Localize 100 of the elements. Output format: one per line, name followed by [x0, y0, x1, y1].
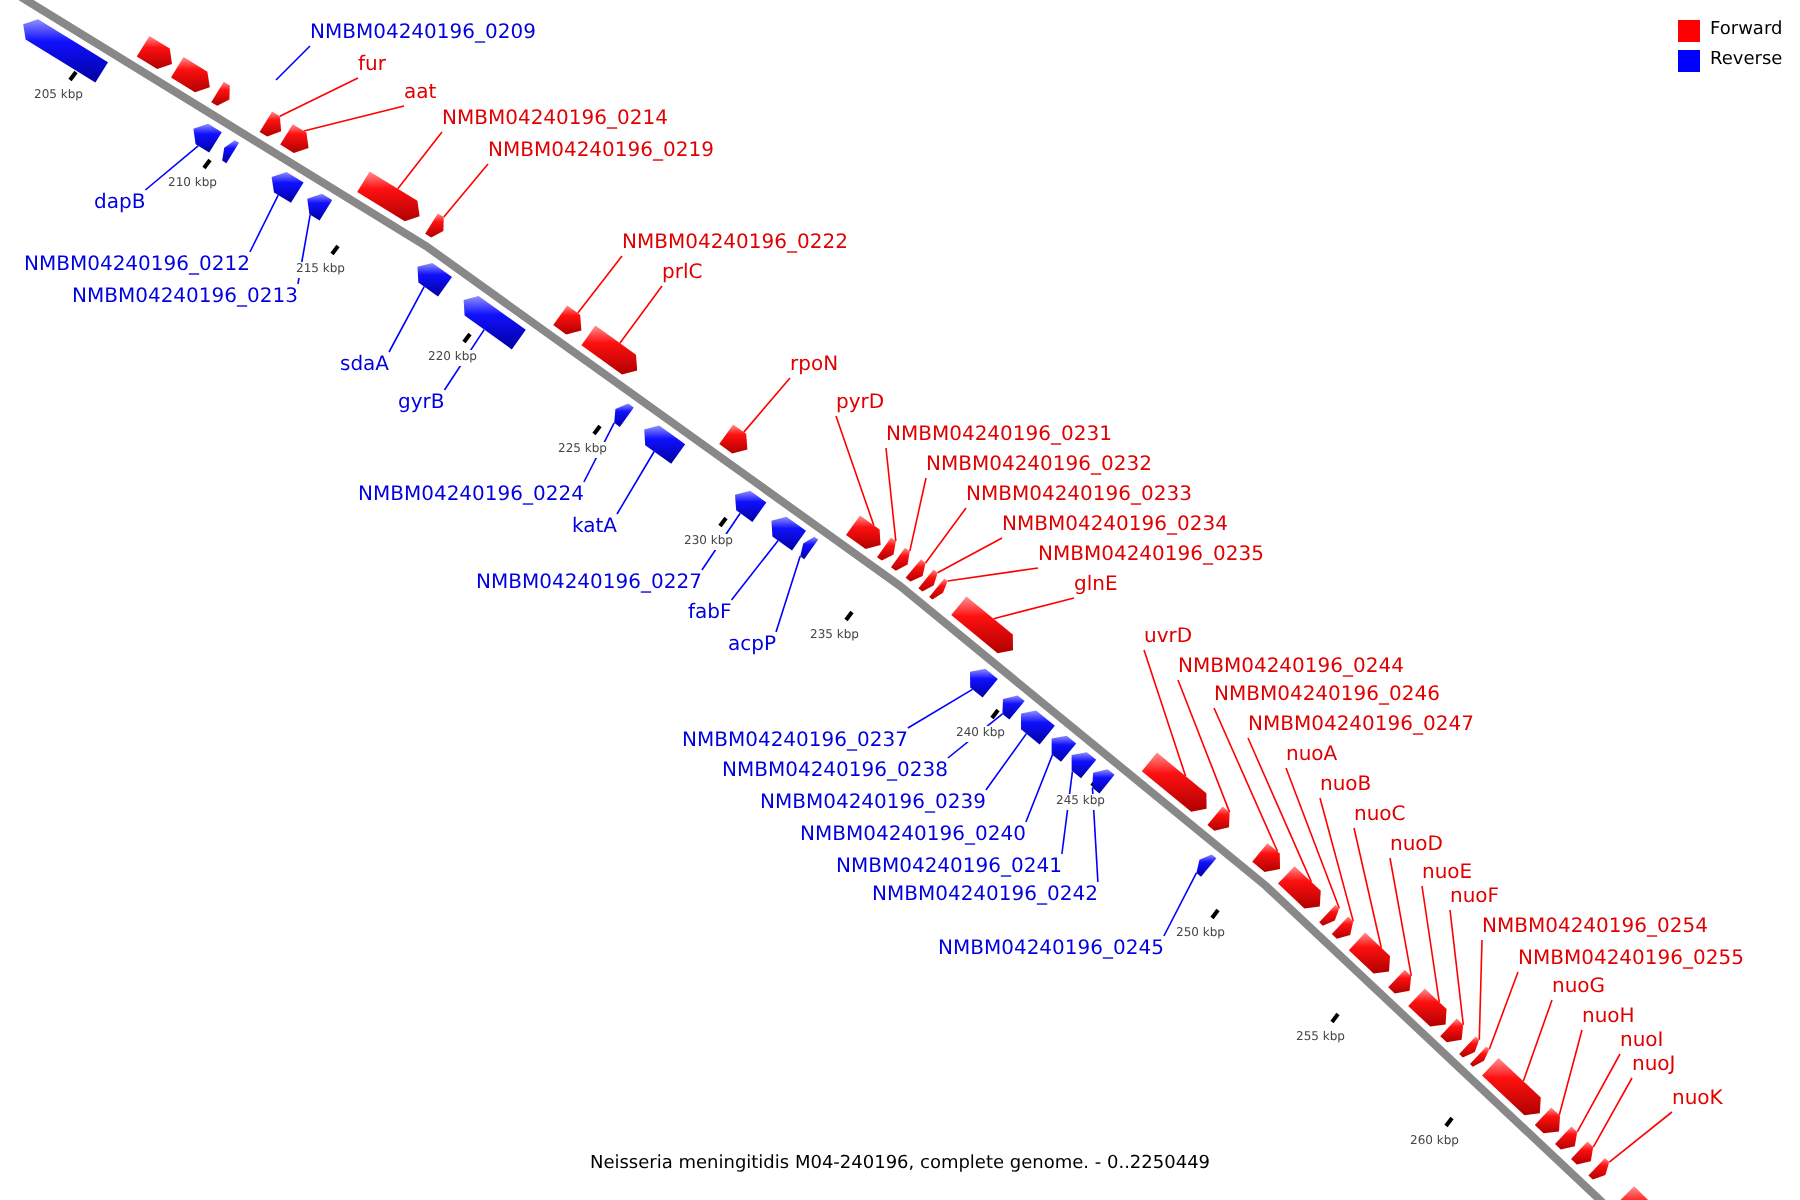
leader-line — [946, 567, 1039, 582]
gene-label: NMBM04240196_0242 — [872, 882, 1098, 908]
gene-label: NMBM04240196_0241 — [836, 854, 1062, 880]
gene-label: nuoF — [1450, 884, 1500, 910]
gene-bar — [891, 547, 910, 571]
leader-line — [1478, 939, 1483, 1041]
gene-bar — [417, 263, 452, 297]
gene-bar — [1440, 1018, 1464, 1043]
leader-line — [1025, 754, 1054, 823]
gene-label: NMBM04240196_0237 — [682, 728, 908, 754]
gene-label: NMBM04240196_0239 — [760, 790, 986, 816]
leader-line — [1558, 1029, 1583, 1116]
leader-line — [1247, 737, 1313, 883]
gene-bar — [581, 325, 638, 375]
leader-line — [743, 377, 791, 433]
leader-line — [924, 507, 967, 564]
gene-bar — [259, 111, 282, 137]
gene-label: NMBM04240196_0254 — [1482, 914, 1708, 940]
gene-bar — [1319, 904, 1340, 926]
leader-line — [909, 477, 927, 552]
leader-line — [144, 145, 199, 191]
gene-label: NMBM04240196_0213 — [72, 284, 298, 310]
leader-line — [279, 77, 359, 117]
gene-bar — [877, 537, 896, 561]
leader-line — [1522, 999, 1553, 1082]
gene-bar — [1002, 695, 1025, 720]
gene-label: NMBM04240196_0231 — [886, 422, 1112, 448]
leader-line — [1163, 872, 1198, 937]
leader-line — [885, 447, 897, 542]
gene-label: nuoC — [1354, 802, 1406, 828]
gene-bar — [1331, 916, 1354, 939]
leader-line — [1608, 1111, 1673, 1163]
gene-bar — [1388, 969, 1412, 994]
leader-line — [249, 194, 279, 253]
leader-line — [1353, 827, 1383, 949]
gene-label: gyrB — [398, 390, 445, 416]
gene-label: rpoN — [790, 352, 839, 378]
gene-bar — [614, 403, 634, 427]
leader-line — [1576, 1053, 1621, 1133]
leader-line — [1177, 679, 1231, 813]
leader-line — [936, 537, 1003, 574]
gene-bar — [271, 172, 304, 203]
gene-bar — [644, 425, 686, 464]
gene-bar — [846, 515, 881, 549]
gene-bar — [1348, 932, 1390, 974]
gene-bar — [1408, 988, 1447, 1027]
gene-bar — [1196, 854, 1217, 877]
leader-line — [907, 688, 974, 729]
gene-bar — [307, 193, 333, 221]
gene-label: aat — [404, 80, 437, 106]
gene-label: NMBM04240196_0244 — [1178, 654, 1404, 680]
gene-bar — [1278, 866, 1321, 909]
leader-line — [992, 597, 1075, 620]
gene-label: NMBM04240196_0238 — [722, 758, 948, 784]
gene-label: prlC — [662, 260, 703, 286]
gene-bar — [23, 19, 108, 83]
gene-bar — [1051, 735, 1077, 762]
gene-bar — [735, 490, 767, 522]
legend-label: Forward — [1710, 18, 1783, 44]
gene-label: sdaA — [340, 352, 390, 378]
leader-line — [1213, 707, 1279, 853]
leader-line — [619, 285, 663, 344]
leader-line — [1389, 857, 1413, 977]
gene-label: NMBM04240196_0240 — [800, 822, 1026, 848]
leader-line — [443, 163, 489, 218]
gene-label: NMBM04240196_0222 — [622, 230, 848, 256]
leader-line — [985, 732, 1028, 791]
gene-bar — [1571, 1141, 1594, 1165]
gene-label: NMBM04240196_0246 — [1214, 682, 1440, 708]
leader-line — [388, 285, 425, 353]
gene-bar — [222, 140, 239, 164]
leader-line — [397, 131, 443, 190]
gene-label: NMBM04240196_0245 — [938, 936, 1164, 962]
leader-line — [1421, 885, 1441, 1004]
gene-bar — [719, 424, 748, 454]
gene-label: nuoI — [1620, 1028, 1664, 1054]
leader-line — [275, 45, 311, 81]
leader-line — [1143, 649, 1187, 777]
gene-bar — [280, 124, 309, 153]
gene-bar — [1207, 806, 1230, 831]
gene-label: katA — [572, 514, 618, 540]
leader-line — [1488, 971, 1519, 1051]
gene-label: NMBM04240196_0247 — [1248, 712, 1474, 738]
gene-label: nuoB — [1320, 772, 1372, 798]
leader-line — [1319, 797, 1355, 923]
gene-bar — [357, 171, 420, 222]
gene-label: NMBM04240196_0234 — [1002, 512, 1228, 538]
gene-bar — [951, 596, 1013, 654]
gene-bar — [211, 81, 230, 106]
gene-label: nuoE — [1422, 860, 1473, 886]
gene-bar — [425, 213, 444, 238]
gene-bar — [1588, 1158, 1610, 1180]
gene-label: NMBM04240196_0209 — [310, 20, 536, 46]
gene-label: NMBM04240196_0219 — [488, 138, 714, 164]
gene-label: nuoH — [1582, 1004, 1635, 1030]
gene-bar — [171, 57, 210, 93]
gene-label: glnE — [1074, 572, 1118, 598]
gene-bar — [929, 578, 948, 600]
gene-bar — [553, 305, 582, 335]
gene-bar — [136, 36, 172, 69]
